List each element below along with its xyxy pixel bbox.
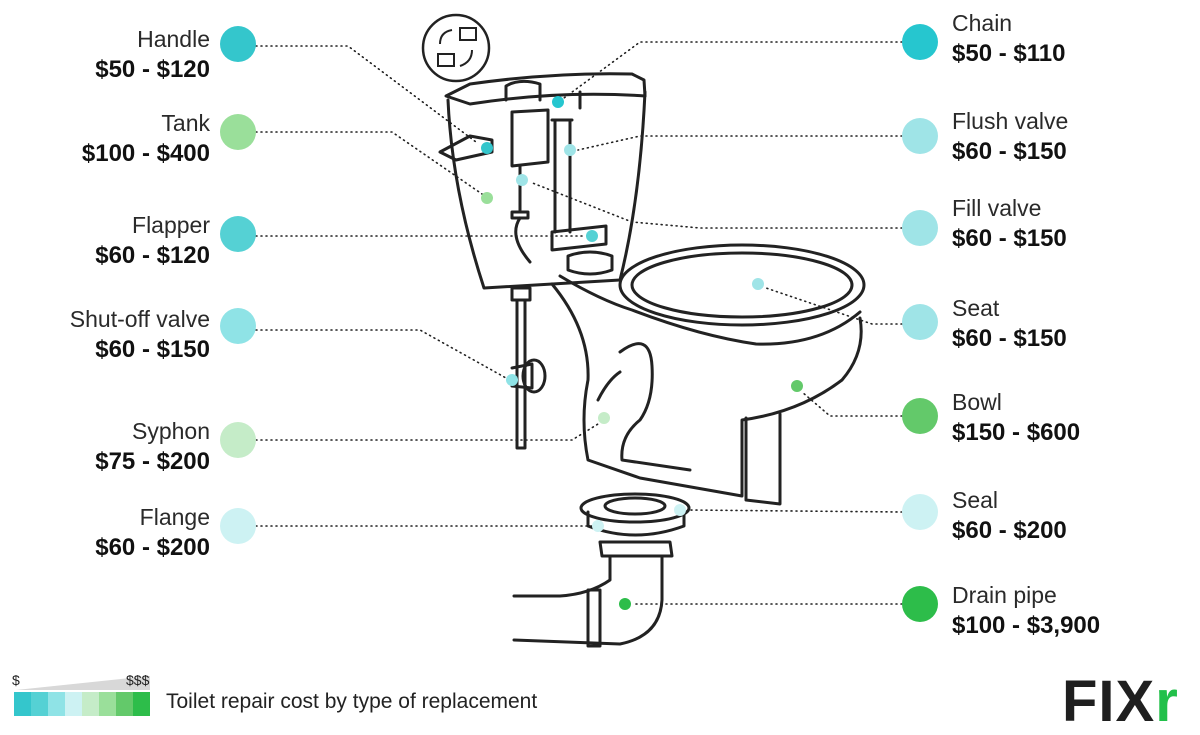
cost-scale-swatch <box>31 692 48 716</box>
component-name: Flapper <box>132 212 210 238</box>
bubble-flapper <box>220 216 256 252</box>
cost-scale-low: $ <box>12 672 20 688</box>
anchor-seat <box>752 278 764 290</box>
bubble-syphon <box>220 422 256 458</box>
component-price: $60 - $150 <box>952 138 1067 166</box>
recycle-icon <box>421 13 491 83</box>
cost-scale-high: $$$ <box>126 672 150 688</box>
bubble-shut-off-valve <box>220 308 256 344</box>
label-fill-valve: Fill valve $60 - $150 <box>952 195 1172 253</box>
leader-lines <box>255 41 903 605</box>
label-bowl: Bowl $150 - $600 <box>952 389 1172 447</box>
anchor-bowl <box>791 380 803 392</box>
component-price: $75 - $200 <box>95 448 210 476</box>
component-price: $60 - $150 <box>952 225 1067 253</box>
toilet-line-art <box>438 72 866 648</box>
caption: Toilet repair cost by type of replacemen… <box>166 690 538 713</box>
bubble-bowl <box>902 398 938 434</box>
bubble-handle <box>220 26 256 62</box>
bubble-fill-valve <box>902 210 938 246</box>
component-price: $50 - $120 <box>95 56 210 84</box>
anchor-syphon <box>598 412 610 424</box>
cost-scale-swatch <box>133 692 150 716</box>
component-price: $150 - $600 <box>952 419 1081 447</box>
leader-line-flush-valve <box>577 135 903 151</box>
component-price: $60 - $150 <box>95 336 210 364</box>
label-seal: Seal $60 - $200 <box>952 487 1172 545</box>
label-flush-valve: Flush valve $60 - $150 <box>952 108 1172 166</box>
component-name: Shut-off valve <box>69 306 210 332</box>
anchor-tank <box>481 192 493 204</box>
cost-scale-swatch <box>116 692 133 716</box>
component-price: $100 - $400 <box>81 140 210 168</box>
logo-main: FIX <box>1062 669 1156 734</box>
label-handle: Handle $50 - $120 <box>0 26 210 84</box>
component-name: Tank <box>161 110 210 136</box>
component-name: Seat <box>952 295 1000 321</box>
component-price: $100 - $3,900 <box>952 612 1101 640</box>
label-drain-pipe: Drain pipe $100 - $3,900 <box>952 582 1172 640</box>
component-price: $60 - $120 <box>95 242 210 270</box>
bubble-chain <box>902 24 938 60</box>
leader-line-chain <box>563 41 903 99</box>
cost-scale-swatch <box>48 692 65 716</box>
cost-scale-swatch <box>65 692 82 716</box>
anchor-shut-off-valve <box>506 374 518 386</box>
leader-line-fill-valve <box>529 181 903 229</box>
component-price: $50 - $110 <box>952 40 1066 68</box>
component-name: Flush valve <box>952 108 1069 134</box>
component-name: Seal <box>952 487 999 513</box>
anchor-seal <box>674 504 686 516</box>
bubble-seat <box>902 304 938 340</box>
component-price: $60 - $150 <box>952 325 1067 353</box>
label-syphon: Syphon $75 - $200 <box>0 418 210 476</box>
bubble-tank <box>220 114 256 150</box>
anchor-flush-valve <box>564 144 576 156</box>
anchor-handle <box>481 142 493 154</box>
bubble-seal <box>902 494 938 530</box>
label-shut-off-valve: Shut-off valve $60 - $150 <box>0 306 210 364</box>
logo-accent: r <box>1155 669 1179 734</box>
cost-scale-swatch <box>99 692 116 716</box>
component-name: Chain <box>952 10 1013 36</box>
cost-scale-wedge <box>16 676 150 690</box>
label-flange: Flange $60 - $200 <box>0 504 210 562</box>
cost-scale-swatch <box>82 692 99 716</box>
label-seat: Seat $60 - $150 <box>952 295 1172 353</box>
label-bubbles <box>220 24 938 622</box>
leader-line-tank <box>255 131 483 195</box>
anchor-drain-pipe <box>619 598 631 610</box>
component-name: Syphon <box>131 418 210 444</box>
bubble-flush-valve <box>902 118 938 154</box>
component-price: $60 - $200 <box>95 534 210 562</box>
anchor-flange <box>592 520 604 532</box>
leader-line-shut-off-valve <box>255 329 507 379</box>
cost-scale-bar <box>14 676 150 716</box>
component-name: Fill valve <box>952 195 1042 221</box>
component-name: Drain pipe <box>952 582 1057 608</box>
cost-scale-swatch <box>14 692 31 716</box>
leader-line-syphon <box>255 423 599 441</box>
component-name: Handle <box>137 26 210 52</box>
anchor-chain <box>552 96 564 108</box>
component-price: $60 - $200 <box>952 517 1067 545</box>
label-tank: Tank $100 - $400 <box>0 110 210 168</box>
label-flapper: Flapper $60 - $120 <box>0 212 210 270</box>
label-chain: Chain $50 - $110 <box>952 10 1172 68</box>
component-name: Flange <box>139 504 210 530</box>
leader-line-bowl <box>801 391 903 417</box>
anchor-fill-valve <box>516 174 528 186</box>
leader-line-seal <box>687 509 903 513</box>
leader-line-handle <box>255 45 477 143</box>
bubble-flange <box>220 508 256 544</box>
bubble-drain-pipe <box>902 586 938 622</box>
fixr-logo: FIXr <box>1062 668 1179 735</box>
anchor-dots <box>481 96 803 610</box>
component-name: Bowl <box>952 389 1002 415</box>
leader-line-seat <box>765 287 903 325</box>
anchor-flapper <box>586 230 598 242</box>
